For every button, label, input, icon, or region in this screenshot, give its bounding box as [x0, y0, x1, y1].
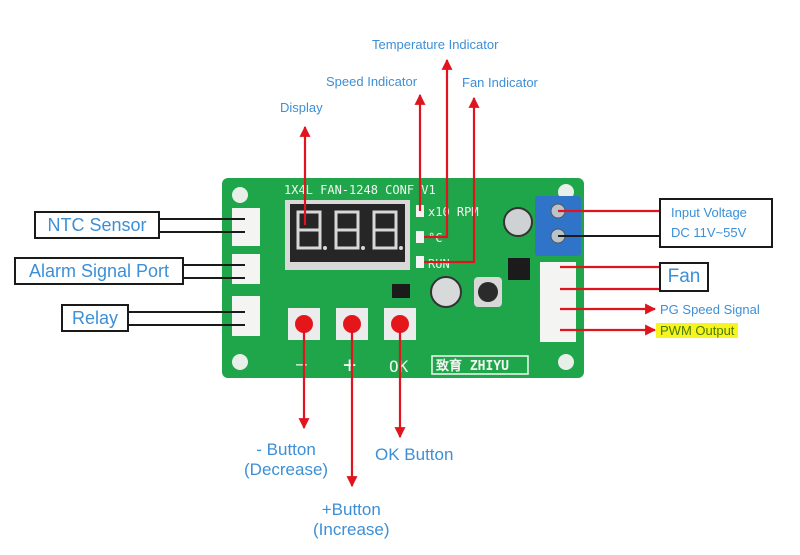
ok-button-label: OK Button: [375, 445, 454, 464]
run-indicator-label: RUN: [428, 257, 450, 271]
input-voltage-box: Input Voltage DC 11V~55V: [659, 198, 773, 248]
ic-chip: [508, 258, 530, 280]
seven-segment-display: [290, 204, 405, 262]
temperature-indicator-arrow: [424, 58, 453, 239]
input-voltage-range: DC 11V~55V: [671, 225, 747, 240]
ntc-sensor-label: NTC Sensor: [47, 214, 147, 235]
fan-box: Fan: [659, 262, 709, 292]
relay-label: Relay: [71, 307, 119, 328]
display-digit: [334, 210, 360, 250]
pg-speed-signal-label: PG Speed Signal: [660, 302, 760, 317]
fan-indicator-label: Fan Indicator: [462, 75, 538, 90]
relay-box: Relay: [61, 304, 129, 332]
fan-label: Fan: [667, 266, 701, 287]
mount-hole-icon: [558, 354, 574, 370]
relay-connector: [232, 296, 260, 336]
minus-button-label-line2: (Decrease): [244, 460, 329, 479]
ntc-connector: [232, 208, 260, 246]
rpm-indicator-label: x10 RPM: [428, 205, 479, 219]
plus-button-label: +Button (Increase): [313, 500, 390, 540]
capacitor-small: [503, 207, 533, 237]
leader-lines: [128, 218, 660, 326]
display-digit: [296, 210, 322, 250]
fan-indicator-arrow: [424, 96, 480, 264]
temperature-indicator-label: Temperature Indicator: [372, 37, 499, 52]
input-voltage-label: Input Voltage: [671, 205, 747, 220]
silkscreen-title: 1X4L FAN-1248 CONF V1: [284, 183, 436, 197]
display-digit: [372, 210, 398, 250]
brand-logo: 致育 ZHIYU: [436, 358, 509, 374]
pwm-output-label: PWM Output: [656, 323, 739, 338]
display-label: Display: [280, 100, 323, 115]
minus-button-label-line1: - Button: [256, 440, 316, 459]
alarm-signal-port-label: Alarm Signal Port: [28, 260, 170, 281]
minus-button-label: - Button (Decrease): [244, 440, 328, 480]
plus-button-label-line1: +Button: [321, 500, 381, 519]
plus-button-silk: +: [343, 353, 356, 378]
minus-button-silk: —: [296, 354, 307, 375]
alarm-connector: [232, 254, 260, 284]
arrows: [298, 58, 660, 488]
display-decimal-point: [399, 246, 403, 250]
temp-led: [416, 231, 424, 243]
mount-hole-icon: [232, 187, 248, 203]
speed-indicator-label: Speed Indicator: [326, 74, 418, 89]
display-decimal-point: [323, 246, 327, 250]
plus-button-label-line2: (Increase): [313, 520, 390, 539]
capacitor-main: [430, 276, 462, 308]
fan-connector: [540, 262, 576, 342]
regulator-chip: [392, 284, 410, 298]
display-decimal-point: [361, 246, 365, 250]
alarm-signal-port-box: Alarm Signal Port: [14, 257, 184, 285]
pcb-board: 1X4L FAN-1248 CONF V1 x10 RPM °C RUN — +…: [222, 178, 584, 378]
ok-button-silk: OK: [389, 357, 409, 376]
mount-hole-icon: [232, 354, 248, 370]
ntc-sensor-box: NTC Sensor: [34, 211, 160, 239]
run-led: [416, 256, 424, 268]
